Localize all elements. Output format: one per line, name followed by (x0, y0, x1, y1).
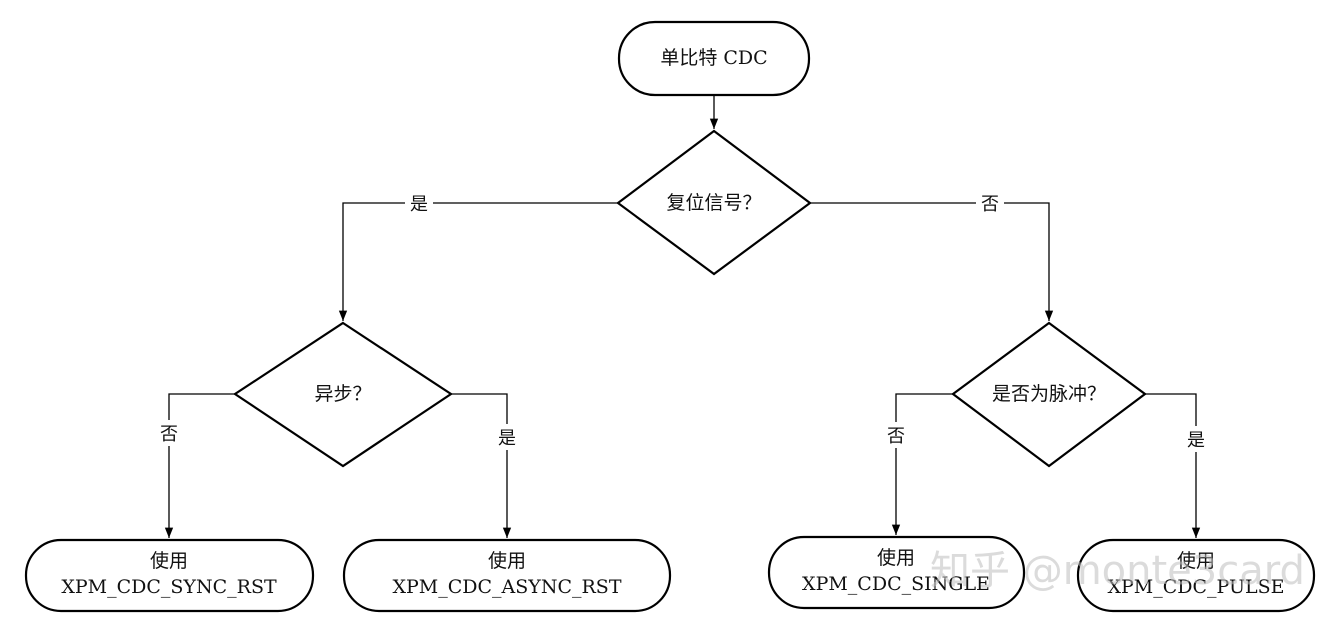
edge-label-async-no: 否 (160, 424, 178, 445)
async-decision-label: 异步？ (314, 383, 371, 405)
edge-async-yes (451, 393, 512, 538)
edge-async-no (164, 393, 235, 538)
reset-decision-label: 复位信号？ (666, 192, 761, 214)
edge-label-reset-yes: 是 (410, 194, 428, 215)
start-node: 单比特 CDC (617, 20, 811, 97)
terminal-sync-rst-line2: XPM_CDC_SYNC_RST (61, 576, 277, 598)
edge-pulse-yes (1145, 393, 1201, 538)
terminal-sync-rst-line1: 使用 (150, 550, 188, 572)
edge-label-async-yes: 是 (498, 428, 516, 449)
start-label: 单比特 CDC (660, 47, 767, 69)
terminal-single-line2: XPM_CDC_SINGLE (802, 573, 990, 595)
terminal-async-rst-line2: XPM_CDC_ASYNC_RST (392, 576, 621, 598)
pulse-decision-label: 是否为脉冲？ (992, 383, 1106, 405)
connectors (164, 96, 1201, 538)
edge-reset-no (810, 202, 1054, 321)
reset-decision: 复位信号？ (616, 129, 812, 276)
terminal-async-rst-line1: 使用 (488, 550, 526, 572)
edge-pulse-no (891, 393, 953, 535)
terminal-pulse-line1: 使用 (1177, 550, 1215, 572)
pulse-decision: 是否为脉冲？ (951, 321, 1147, 468)
terminal-single-line1: 使用 (877, 547, 915, 569)
edge-label-pulse-yes: 是 (1187, 430, 1205, 451)
edge-reset-yes (338, 202, 618, 321)
async-decision: 异步？ (233, 321, 453, 468)
edge-label-reset-no: 否 (981, 194, 999, 215)
edge-label-pulse-no: 否 (887, 426, 905, 447)
terminal-pulse-line2: XPM_CDC_PULSE (1107, 576, 1284, 598)
terminal-single: 使用 XPM_CDC_SINGLE (767, 535, 1026, 610)
terminal-sync-rst: 使用 XPM_CDC_SYNC_RST (24, 538, 315, 613)
terminal-pulse: 使用 XPM_CDC_PULSE (1076, 538, 1316, 613)
watermark: 知乎 @monte3card (930, 548, 1305, 594)
terminal-async-rst: 使用 XPM_CDC_ASYNC_RST (342, 538, 672, 613)
